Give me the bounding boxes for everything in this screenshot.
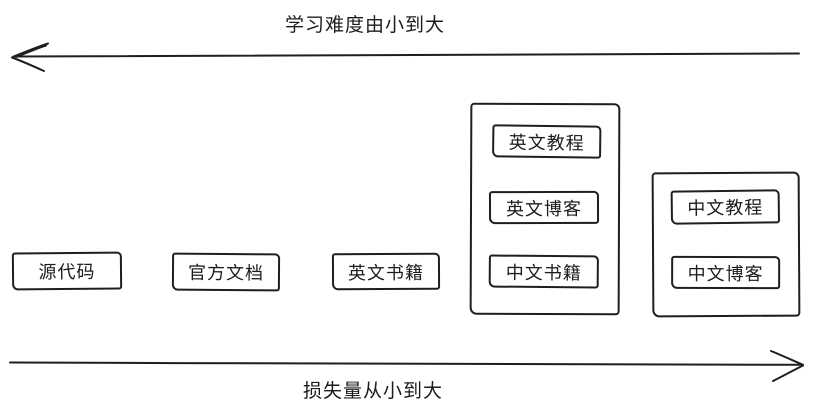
box-english-blogs: 英文博客	[488, 190, 600, 225]
box-chinese-tutorials: 中文教程	[670, 189, 781, 225]
box-label: 英文教程	[508, 132, 585, 154]
box-official-docs: 官方文档	[171, 252, 281, 292]
box-english-books: 英文书籍	[331, 252, 441, 291]
box-label: 中文书籍	[505, 262, 582, 284]
box-source-code: 源代码	[11, 251, 123, 291]
box-label: 英文博客	[505, 198, 583, 220]
box-label: 英文书籍	[347, 262, 425, 284]
box-label: 中文教程	[687, 197, 764, 220]
loss-axis-label: 损失量从小到大	[302, 380, 443, 402]
group-english-tutorials-blogs-chinese-books: 英文教程 英文博客 中文书籍	[469, 102, 621, 316]
box-label: 源代码	[38, 261, 96, 284]
box-chinese-blogs: 中文博客	[671, 255, 781, 290]
group-chinese-tutorials-blogs: 中文教程 中文博客	[651, 171, 801, 318]
box-chinese-books: 中文书籍	[488, 254, 599, 289]
box-label: 官方文档	[187, 262, 265, 285]
box-english-tutorials: 英文教程	[492, 124, 602, 159]
box-label: 中文博客	[687, 263, 764, 285]
difficulty-arrow-left-icon	[11, 42, 800, 72]
difficulty-axis-label: 学习难度由小到大	[284, 14, 445, 36]
